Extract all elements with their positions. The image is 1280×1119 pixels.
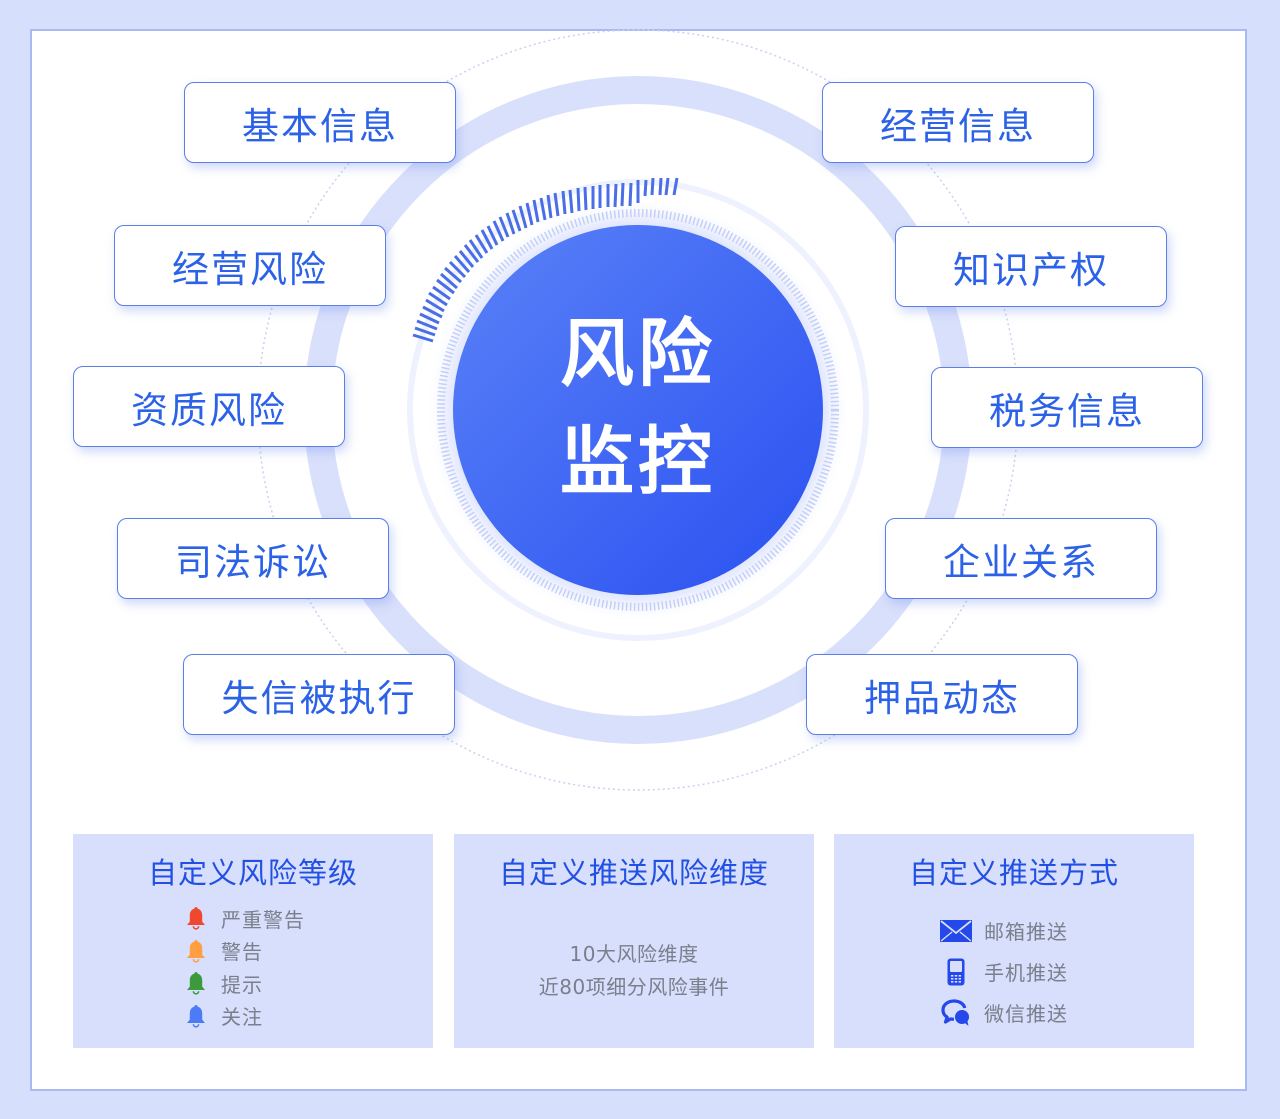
push-method-label: 微信推送	[984, 1002, 1068, 1026]
risk-level-list: 严重警告 警告 提示 关注	[185, 902, 305, 1032]
risk-level-hint: 提示	[185, 967, 305, 1000]
push-dimension-description: 10大风险维度 近80项细分风险事件	[454, 938, 814, 1004]
push-dimension-line2: 近80项细分风险事件	[538, 975, 730, 999]
bell-icon	[185, 907, 207, 930]
push-method-wechat: 微信推送	[940, 992, 1068, 1033]
node-operating-info[interactable]: 经营信息	[822, 82, 1094, 163]
push-method-label: 邮箱推送	[984, 920, 1068, 944]
node-intellectual-property[interactable]: 知识产权	[895, 226, 1167, 307]
push-method-label: 手机推送	[984, 961, 1068, 985]
mobile-phone-icon	[940, 958, 972, 986]
node-judicial-litigation[interactable]: 司法诉讼	[117, 518, 389, 599]
tick-arc	[412, 177, 679, 343]
node-tax-info[interactable]: 税务信息	[931, 367, 1203, 448]
center-title: 风险 监控	[518, 300, 758, 516]
envelope-icon	[940, 917, 972, 945]
center-circle	[453, 225, 823, 595]
node-operating-risk[interactable]: 经营风险	[114, 225, 386, 306]
bell-icon	[185, 939, 207, 963]
center-title-line1: 风险	[560, 311, 716, 397]
risk-level-severe: 严重警告	[185, 902, 305, 935]
card-push-dimension: 自定义推送风险维度 10大风险维度 近80项细分风险事件	[454, 834, 814, 1048]
push-dimension-line1: 10大风险维度	[569, 942, 699, 966]
node-qualification-risk[interactable]: 资质风险	[73, 366, 345, 447]
card-push-method-title: 自定义推送方式	[908, 856, 1119, 890]
push-method-list: 邮箱推送 手机推送 微信推送	[940, 910, 1068, 1033]
bell-icon	[185, 972, 207, 995]
push-method-mobile: 手机推送	[940, 951, 1068, 992]
risk-level-label: 提示	[221, 972, 263, 997]
node-enterprise-relations[interactable]: 企业关系	[885, 518, 1157, 599]
bell-icon	[185, 1004, 207, 1028]
risk-level-watch: 关注	[185, 1000, 305, 1033]
card-push-method: 自定义推送方式 邮箱推送 手机推送 微信推送	[834, 834, 1194, 1048]
risk-level-warning: 警告	[185, 935, 305, 968]
risk-monitor-diagram: 风险 监控 基本信息 经营风险 资质风险 司法诉讼 失信被执行 经营信息 知识产…	[73, 29, 1203, 791]
card-push-dimension-title: 自定义推送风险维度	[498, 856, 769, 890]
node-collateral-dynamics[interactable]: 押品动态	[806, 654, 1078, 735]
chat-bubbles-icon	[940, 998, 972, 1027]
card-risk-level: 自定义风险等级 严重警告 警告 提示 关注	[73, 834, 433, 1048]
card-risk-level-title: 自定义风险等级	[147, 856, 358, 890]
push-method-email: 邮箱推送	[940, 910, 1068, 951]
node-dishonest-executed[interactable]: 失信被执行	[183, 654, 455, 735]
risk-level-label: 关注	[221, 1005, 263, 1030]
risk-level-label: 严重警告	[221, 907, 305, 932]
node-basic-info[interactable]: 基本信息	[184, 82, 456, 163]
center-title-line2: 监控	[560, 419, 716, 505]
risk-level-label: 警告	[221, 940, 263, 965]
